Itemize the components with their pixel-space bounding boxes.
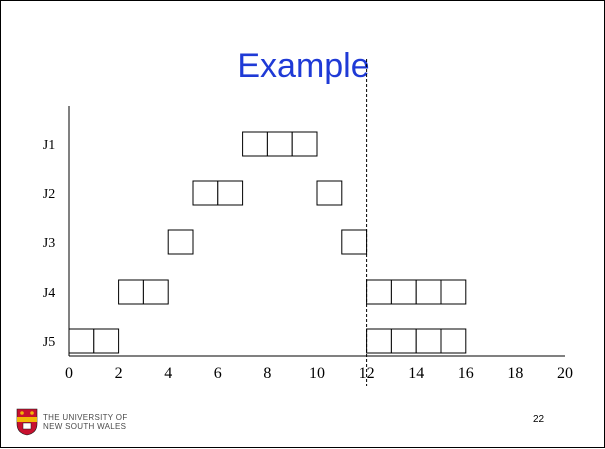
row-label: J2 — [43, 187, 55, 202]
schedule-block — [415, 328, 442, 354]
schedule-block — [440, 279, 467, 305]
schedule-block — [118, 279, 144, 305]
x-tick-label: 20 — [557, 365, 573, 382]
x-tick-label: 6 — [214, 365, 222, 382]
schedule-block — [390, 279, 417, 305]
x-tick-label: 14 — [408, 365, 424, 382]
row-label: J5 — [43, 335, 55, 350]
schedule-block — [266, 131, 293, 157]
row-label: J4 — [43, 286, 55, 301]
schedule-block — [167, 229, 194, 255]
schedule-block — [390, 328, 417, 354]
x-tick-label: 16 — [458, 365, 474, 382]
university-line-2: NEW SOUTH WALES — [43, 422, 127, 431]
schedule-block — [192, 180, 219, 206]
university-line-1: THE UNIVERSITY OF — [43, 413, 128, 422]
x-tick-label: 12 — [359, 365, 375, 382]
schedule-block — [291, 131, 318, 157]
schedule-block — [142, 279, 169, 305]
schedule-block — [341, 229, 368, 255]
row-label: J1 — [43, 138, 55, 153]
x-tick-label: 10 — [309, 365, 325, 382]
slide-title: Example — [237, 47, 370, 85]
schedule-block — [93, 328, 120, 354]
university-name: THE UNIVERSITY OF NEW SOUTH WALES — [43, 413, 128, 431]
university-crest-icon — [16, 408, 38, 436]
schedule-block — [440, 328, 467, 354]
schedule-block — [68, 328, 95, 354]
x-tick-label: 0 — [65, 365, 73, 382]
x-tick-label: 2 — [115, 365, 123, 382]
x-tick-label: 4 — [164, 365, 172, 382]
page-number: 22 — [533, 414, 545, 425]
schedule-block — [217, 180, 244, 206]
schedule-block — [415, 279, 442, 305]
row-label: J3 — [43, 236, 55, 251]
x-tick-label: 18 — [507, 365, 523, 382]
schedule-block — [316, 180, 343, 206]
schedule-block — [242, 131, 268, 157]
x-tick-label: 8 — [263, 365, 271, 382]
schedule-block — [366, 279, 392, 305]
schedule-block — [366, 328, 392, 354]
